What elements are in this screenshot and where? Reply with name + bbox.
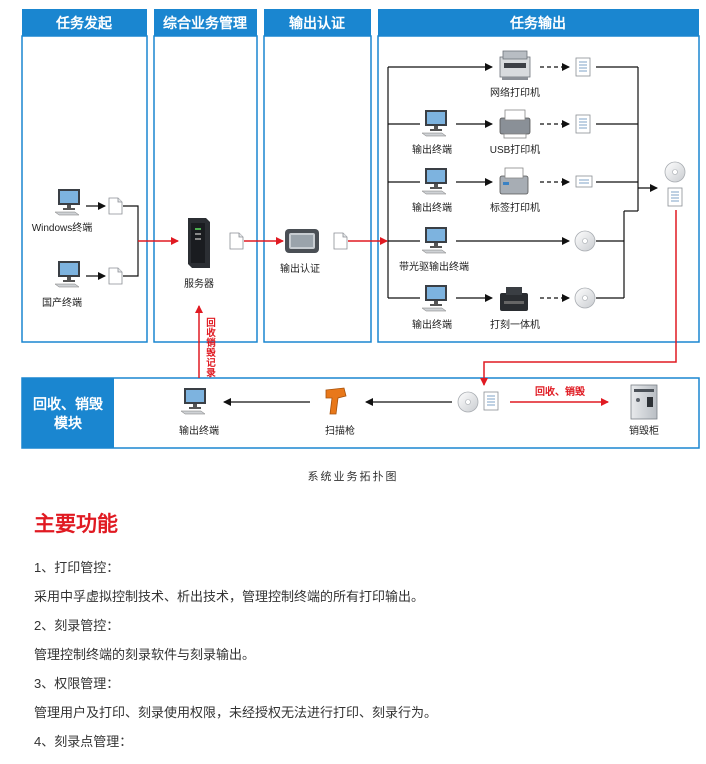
record-label-char: 毁 — [206, 347, 216, 359]
print-job-document-icon — [108, 197, 123, 215]
function-description: 管理用户及打印、刻录使用权限，未经授权无法进行打印、刻录行为。 — [34, 705, 438, 720]
recycle-module-title-line1: 回收、销毁 — [33, 396, 104, 412]
record-label-char: 销 — [206, 337, 216, 349]
output-auth-label: 输出认证 — [280, 262, 320, 275]
output-auth-device-icon — [285, 229, 319, 253]
lane-title-output-auth: 输出认证 — [289, 15, 345, 31]
server-label: 服务器 — [184, 277, 214, 290]
scanner-label: 扫描枪 — [325, 424, 355, 437]
print-job-document-icon — [108, 267, 123, 285]
function-heading: 3、权限管理： — [34, 676, 120, 691]
recycled-disc-icon — [457, 391, 479, 413]
output-terminal-2-label: 输出终端 — [412, 201, 452, 214]
diagram-caption: 系统业务拓扑图 — [307, 471, 399, 483]
recycle-module-title-line2: 模块 — [54, 415, 83, 431]
recycle-module-header — [22, 378, 114, 448]
function-item: 1、打印管控： 采用中孚虚拟控制技术、析出技术，管理控制终端的所有打印输出。 — [34, 553, 674, 611]
main-functions-title: 主要功能 — [34, 513, 118, 536]
recycle-module-frame — [21, 377, 700, 449]
record-label-char: 记 — [206, 357, 216, 369]
domestic-terminal-label: 国产终端 — [42, 296, 82, 309]
output-terminal-3-label: 输出终端 — [412, 318, 452, 331]
recycled-page-icon — [483, 391, 499, 411]
function-heading: 4、刻录点管理： — [34, 734, 133, 749]
optical-output-terminal-label: 带光驱输出终端 — [399, 260, 469, 273]
main-functions-list: 1、打印管控： 采用中孚虚拟控制技术、析出技术，管理控制终端的所有打印输出。 2、刻… — [34, 553, 674, 756]
lane-header-task-origin — [22, 9, 147, 36]
record-label-char: 回 — [206, 318, 216, 329]
output-auth-document-icon — [333, 232, 348, 250]
disc-icon — [574, 230, 596, 252]
collected-page-icon — [667, 187, 683, 207]
lane-business-mgmt — [153, 35, 258, 343]
function-item: 3、权限管理： 管理用户及打印、刻录使用权限，未经授权无法进行打印、刻录行为。 — [34, 669, 674, 727]
shred-cabinet-icon — [630, 384, 658, 420]
server-icon — [188, 218, 210, 268]
server-document-icon — [229, 232, 244, 250]
topology-diagram: 任务发起 综合业务管理 输出认证 任务输出 回收、销毁 模块 Windows终端… — [21, 9, 700, 449]
recycle-flow-line — [480, 210, 677, 386]
lane-title-task-origin: 任务发起 — [55, 15, 113, 31]
lane-task-origin — [21, 35, 148, 343]
disc-icon — [574, 287, 596, 309]
label-page-icon — [575, 175, 593, 188]
lane-output-auth — [263, 35, 372, 343]
output-terminal-1-label: 输出终端 — [412, 143, 452, 156]
function-item: 4、刻录点管理： — [34, 727, 674, 756]
record-label-char: 录 — [206, 368, 216, 379]
burn-aio-label: 打刻一体机 — [490, 318, 540, 331]
lane-title-task-output: 任务输出 — [509, 15, 566, 31]
lane-title-business-mgmt: 综合业务管理 — [163, 15, 247, 31]
function-heading: 1、打印管控： — [34, 560, 120, 575]
function-description: 采用中孚虚拟控制技术、析出技术，管理控制终端的所有打印输出。 — [34, 589, 425, 604]
function-item: 2、刻录管控： 管理控制终端的刻录软件与刻录输出。 — [34, 611, 674, 669]
function-heading: 2、刻录管控： — [34, 618, 120, 633]
shred-cabinet-label: 销毁柜 — [629, 424, 659, 437]
function-description: 管理控制终端的刻录软件与刻录输出。 — [34, 647, 256, 662]
printed-page-icon — [575, 57, 591, 77]
printed-page-icon — [575, 114, 591, 134]
scanner-icon — [325, 387, 347, 415]
usb-printer-icon — [499, 109, 531, 139]
windows-terminal-label: Windows终端 — [32, 221, 93, 234]
lane-header-task-output — [378, 9, 699, 36]
network-printer-label: 网络打印机 — [490, 86, 540, 99]
shred-arrow-label: 回收、销毁 — [535, 385, 586, 398]
label-printer-icon — [499, 167, 529, 195]
label-printer-label: 标签打印机 — [490, 201, 540, 214]
collected-disc-icon — [664, 161, 686, 183]
record-label-char: 收 — [206, 327, 216, 339]
usb-printer-label: USB打印机 — [490, 143, 541, 156]
network-printer-icon — [499, 50, 531, 80]
recycle-terminal-label: 输出终端 — [179, 424, 219, 437]
lane-header-business-mgmt — [154, 9, 257, 36]
lane-header-output-auth — [264, 9, 371, 36]
burn-aio-icon — [500, 287, 528, 311]
